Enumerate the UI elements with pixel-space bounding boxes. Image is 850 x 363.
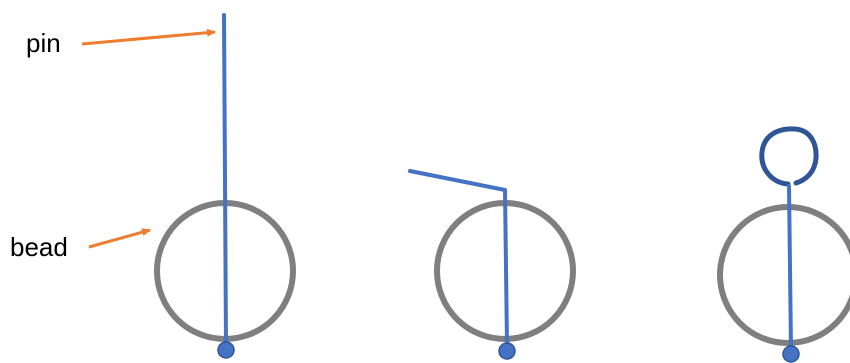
pin-head <box>499 343 515 359</box>
pin-label: pin <box>26 30 61 56</box>
pin-shaft <box>224 15 226 345</box>
panel-bent-pin <box>410 171 573 359</box>
panel-straight-pin <box>157 15 293 358</box>
bead-circle <box>720 207 850 343</box>
bead-label: bead <box>10 234 68 260</box>
pin-loop <box>762 129 816 184</box>
panel-looped-pin <box>720 129 850 362</box>
pin-head <box>218 342 234 358</box>
pin-head <box>783 346 799 362</box>
pin-shaft <box>789 186 791 349</box>
pin-pointer-arrow <box>82 32 215 44</box>
bead-pointer-arrow <box>89 230 150 247</box>
